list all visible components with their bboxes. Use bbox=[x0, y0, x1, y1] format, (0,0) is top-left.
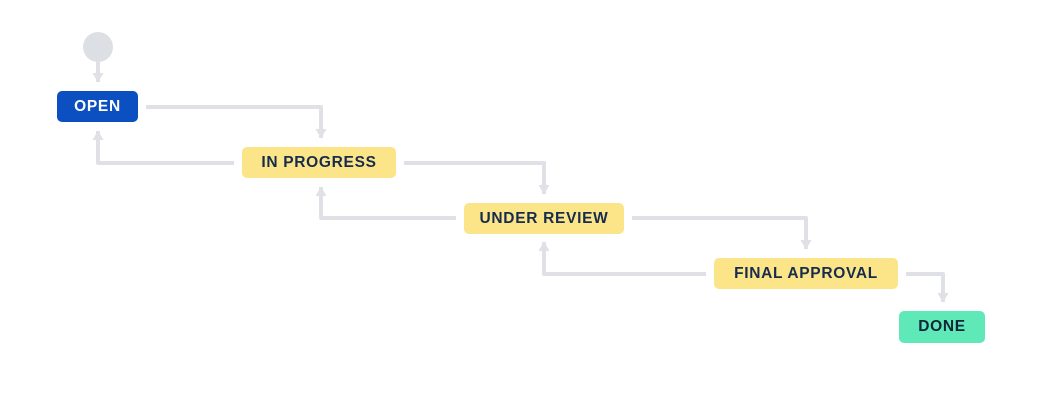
status-badge-under-review-label: UNDER REVIEW bbox=[479, 209, 609, 227]
status-badge-in-progress[interactable]: IN PROGRESS bbox=[242, 147, 396, 178]
edge-in-progress-to-open bbox=[92, 130, 234, 165]
status-badge-final-approval-label: FINAL APPROVAL bbox=[734, 264, 878, 282]
status-badge-done-label: DONE bbox=[918, 318, 966, 336]
status-badge-under-review[interactable]: UNDER REVIEW bbox=[464, 203, 624, 234]
status-badge-in-progress-label: IN PROGRESS bbox=[261, 153, 377, 171]
status-badge-done[interactable]: DONE bbox=[899, 311, 985, 343]
status-badge-open[interactable]: OPEN bbox=[57, 91, 138, 122]
edge-in-progress-to-under-review bbox=[404, 161, 550, 195]
status-badge-final-approval[interactable]: FINAL APPROVAL bbox=[714, 258, 898, 289]
start-node bbox=[83, 32, 113, 62]
edge-final-approval-to-under-review bbox=[538, 241, 706, 276]
edge-under-review-to-final-approval bbox=[632, 216, 812, 250]
edge-under-review-to-in-progress bbox=[315, 186, 456, 220]
status-badge-open-label: OPEN bbox=[74, 97, 121, 115]
edge-final-approval-to-done bbox=[906, 272, 949, 303]
edge-open-to-in-progress bbox=[146, 105, 327, 139]
